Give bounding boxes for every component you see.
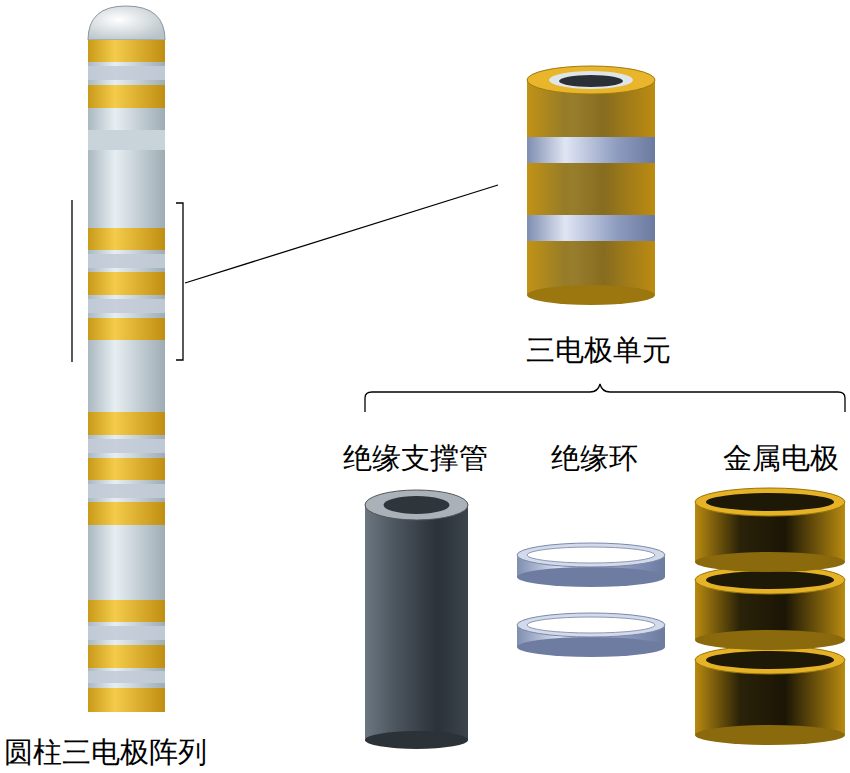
part-label: 三电极单元 [526,333,671,368]
part-label: 绝缘支撑管 [343,441,488,476]
metal-electrodes [695,488,845,745]
insulating-tube [365,490,468,749]
part-label: 金属电极 [723,441,839,476]
bracket [72,185,498,362]
part-label: 圆柱三电极阵列 [4,735,207,770]
part-label: 绝缘环 [551,441,638,476]
three-electrode-unit [527,66,655,305]
brace [365,384,845,412]
insulating-rings [517,543,665,657]
electrode-array-rod [88,6,165,712]
